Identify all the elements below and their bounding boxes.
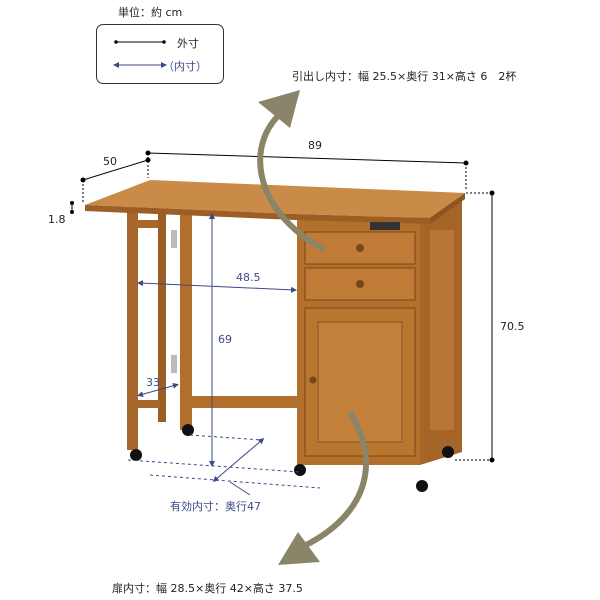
legend-inner-label: （内寸）: [163, 60, 207, 73]
legend-lines: [113, 40, 167, 68]
unit-label: 単位：約 cm: [118, 6, 183, 19]
width-dimension: 89: [308, 139, 322, 152]
drawer-inner-note: 引出し内寸：幅 25.5×奥行 31×高さ 6 2杯: [292, 70, 517, 83]
dimension-lines: [70, 150, 495, 463]
height-dimension: 70.5: [500, 320, 525, 333]
flap-depth-dimension: 33: [146, 376, 160, 389]
door-inner-note: 扉内寸：幅 28.5×奥行 42×高さ 37.5: [112, 582, 303, 595]
inner-dimension-lines: [127, 213, 321, 496]
desk: [85, 180, 465, 492]
thickness-dimension: 1.8: [48, 213, 66, 226]
depth-dimension: 50: [103, 155, 117, 168]
drawer-callout-arrow: [257, 90, 327, 253]
effective-depth-note: 有効内寸：奥行47: [170, 500, 261, 513]
door-callout-arrow: [278, 410, 369, 565]
inner-width-dimension: 48.5: [236, 271, 261, 284]
inner-height-dimension: 69: [218, 333, 232, 346]
legend-outer-label: 外寸: [177, 37, 199, 50]
legend-box: 外寸 （内寸）: [96, 24, 224, 84]
